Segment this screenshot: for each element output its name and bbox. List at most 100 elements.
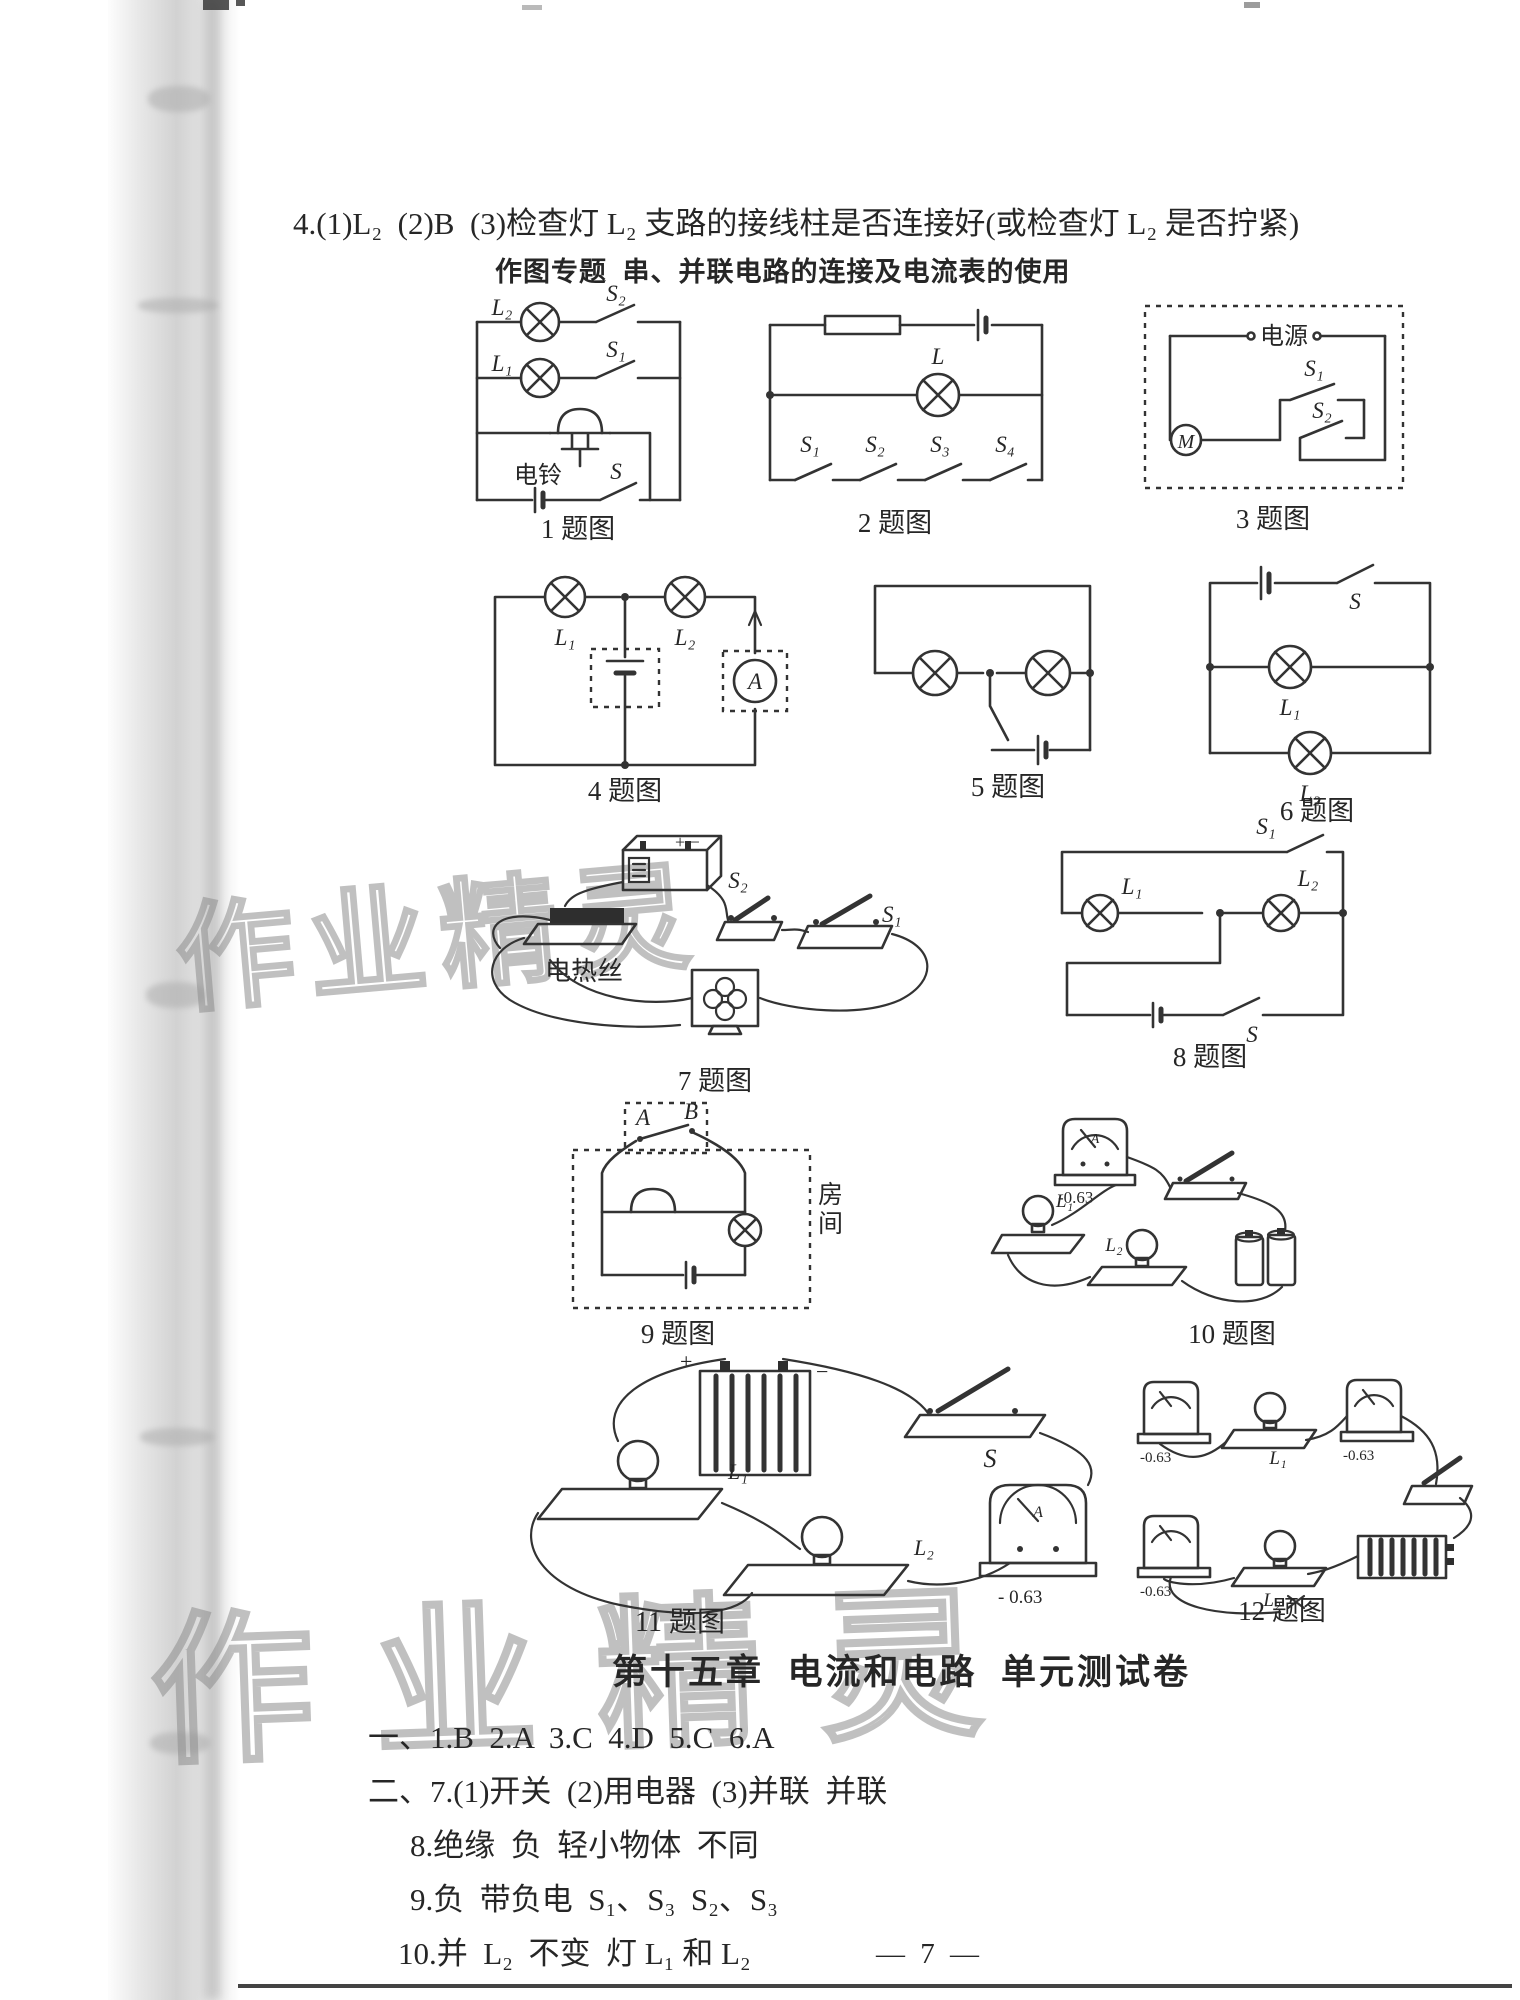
- scan-smudge: [138, 298, 218, 313]
- d10-ammeter: [1053, 1117, 1137, 1187]
- diagram-1-circuit: L₂ S₂ L₁ S₁ 电铃 S 1 题图: [475, 281, 682, 544]
- d4-battery-dashed-box: [589, 647, 661, 709]
- answer-line-q10: 10.并 L₂ 不变 灯 L₁ 和 L₂: [398, 1936, 751, 1971]
- d8-label-L2: L₂: [1297, 866, 1319, 891]
- scan-smudge: [150, 1732, 210, 1754]
- page-bottom-rule: [238, 1984, 1512, 1988]
- d6-caption: 6 题图: [1280, 796, 1354, 826]
- answer-line-question4: 4.(1)L₂ (2)B (3)检查灯 L₂ 支路的接线柱是否连接好(或检查灯 …: [293, 206, 1300, 241]
- d11-label-S: S: [984, 1444, 997, 1473]
- d4-lamp-L1: [543, 575, 587, 619]
- d12-ammeter-top-left: [1136, 1380, 1212, 1445]
- d10-ammeter-A: A: [1090, 1132, 1100, 1147]
- d12-label-L2: L₂: [1262, 1590, 1281, 1611]
- d11-caption: 11 题图: [635, 1607, 725, 1638]
- d1-bell-dome: [556, 407, 604, 435]
- d8-label-L1: L₁: [1121, 874, 1143, 899]
- d9-label-B: B: [684, 1099, 698, 1124]
- d7-switch-S2: [715, 895, 784, 942]
- answer-line-choice: 一、1.B 2.A 3.C 4.D 5.C 6.A: [368, 1720, 775, 1755]
- d7-caption: 7 题图: [678, 1066, 752, 1096]
- diagram-6-circuit: S L₁ L₂ 6 题图: [1206, 563, 1434, 826]
- d11-battery-pack: [698, 1361, 812, 1477]
- d5-lamp-left: [911, 649, 959, 697]
- scan-speck: [522, 5, 542, 10]
- d4-label-L1: L₁: [554, 625, 576, 650]
- scan-smudge: [148, 86, 210, 112]
- diagram-7-pictorial: + − 电热丝 S₂ S₁: [491, 832, 929, 1096]
- d3-caption: 3 题图: [1236, 504, 1310, 534]
- scan-speck: [1244, 2, 1260, 8]
- d4-current-arrow: [747, 609, 763, 627]
- d10-meter-terminals: -0.63: [1058, 1188, 1093, 1207]
- d6-lamp-L2: [1287, 730, 1333, 776]
- d11-lamp-L2: [722, 1515, 910, 1597]
- d7-switch-S1: [796, 893, 894, 950]
- d1-lamp-L1: [519, 357, 561, 399]
- d12-lamp-L1: [1220, 1391, 1318, 1450]
- d10-caption: 10 题图: [1188, 1319, 1276, 1349]
- d7-label-terminals: + −: [675, 832, 700, 852]
- d4-lamp-L2: [663, 575, 707, 619]
- d4-label-L2: L₂: [674, 625, 696, 650]
- d11-switch: [903, 1366, 1047, 1439]
- d1-lamp-L2: [519, 301, 561, 343]
- diagram-4-circuit: A L₁ L₂ 4 题图: [493, 575, 789, 806]
- d10-label-L1: L₁: [1055, 1191, 1073, 1212]
- d12-meter3-terminals: -0.63: [1140, 1584, 1171, 1600]
- d11-label-plus: +: [680, 1349, 692, 1374]
- d3-label-S1: S₁: [1304, 356, 1324, 381]
- d12-lamp-L2: [1230, 1529, 1328, 1588]
- d9-room-dashed-box: [571, 1148, 812, 1310]
- d1-rails: [475, 320, 682, 502]
- d1-caption: 1 题图: [541, 514, 615, 544]
- d9-label-A: A: [634, 1105, 651, 1130]
- d12-caption: 12 题图: [1238, 1596, 1326, 1626]
- d1-label-L2: L₂: [491, 295, 513, 320]
- d12-battery-pack: [1356, 1534, 1454, 1580]
- d9-bell-dome: [629, 1187, 677, 1214]
- diagram-10-pictorial: A -0.63 L₁ L₂: [990, 1117, 1297, 1349]
- d9-switch: [638, 1123, 690, 1141]
- d2-label-S4: S₄: [995, 432, 1015, 457]
- d3-label-motor: M: [1177, 431, 1196, 453]
- d7-label-S1: S₁: [882, 902, 902, 927]
- d12-ammeter-bottom-left: [1136, 1514, 1212, 1579]
- d8-label-S1: S₁: [1256, 814, 1276, 839]
- diagram-3-circuit: 电源 M S₁ S₂ 3 题图: [1143, 304, 1405, 534]
- d2-label-S3: S₃: [930, 432, 950, 457]
- d8-label-S: S: [1246, 1022, 1258, 1047]
- d2-switches: [793, 462, 1028, 482]
- diagram-12-pictorial: -0.63 -0.63 -0.63 L₁ L₂: [1136, 1378, 1474, 1626]
- d7-battery-box: [621, 834, 723, 892]
- scan-speck: [203, 0, 229, 10]
- d11-label-L1: L₁: [727, 1459, 748, 1484]
- d12-wires: [1158, 1414, 1473, 1615]
- d4-label-A: A: [746, 669, 763, 694]
- diagram-9-circuit: A B 9 题图: [571, 1099, 812, 1349]
- d9-caption: 9 题图: [641, 1319, 715, 1349]
- d5-lamp-right: [1024, 649, 1072, 697]
- scan-smudge: [146, 982, 206, 1008]
- d9-lamp: [727, 1212, 763, 1248]
- d1-label-bell: 电铃: [514, 462, 562, 489]
- d4-caption: 4 题图: [588, 776, 662, 806]
- d10-battery-cells: [1234, 1228, 1297, 1287]
- d11-label-minus: −: [816, 1359, 828, 1384]
- chapter-test-title: 第十五章 电流和电路 单元测试卷: [612, 1653, 1192, 1692]
- scan-smudge: [140, 1428, 214, 1446]
- d8-caption: 8 题图: [1173, 1042, 1247, 1072]
- diagram-8-circuit: S₁ L₁ L₂ S 8 题图: [1060, 814, 1347, 1072]
- d11-lamp-L1: [536, 1439, 724, 1521]
- d10-lamp-L2: [1086, 1228, 1188, 1287]
- d1-label-S1: S₁: [606, 337, 626, 362]
- d12-switch: [1402, 1455, 1474, 1506]
- d7-label-S2: S₂: [728, 868, 748, 893]
- d4-ammeter-dashed-box: [721, 649, 789, 713]
- d5-caption: 5 题图: [971, 772, 1045, 802]
- d2-label-S2: S₂: [865, 432, 885, 457]
- answer-line-q8: 8.绝缘 负 轻小物体 不同: [410, 1828, 759, 1863]
- d7-wires: [491, 880, 929, 1028]
- d12-meter2-terminals: -0.63: [1343, 1448, 1374, 1464]
